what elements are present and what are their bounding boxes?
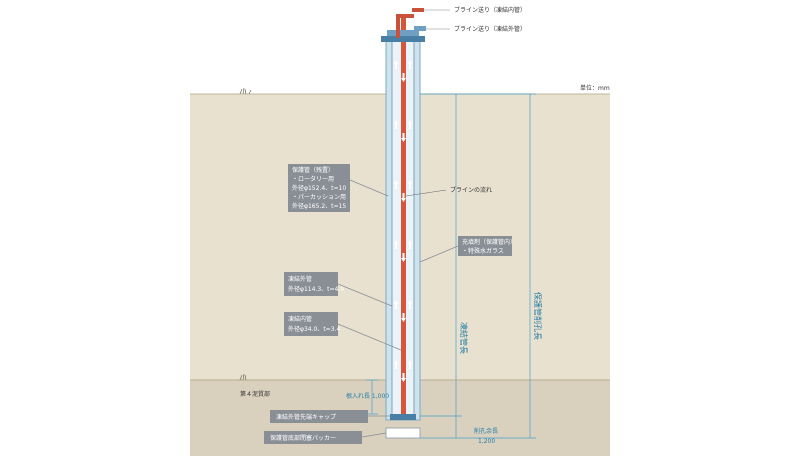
freeze-pipe-length-label: 凍結管長 <box>459 322 469 354</box>
callout-bottom-packer: 保護管底部閉塞パッカー <box>264 431 387 444</box>
brine-flow-label: ブラインの流れ <box>450 186 492 194</box>
up-arrow-icon <box>393 180 399 189</box>
svg-text:・特殊水ガラス: ・特殊水ガラス <box>462 247 504 255</box>
svg-text:凍結外管先端キャップ: 凍結外管先端キャップ <box>276 413 336 421</box>
svg-text:・ロータリー用: ・ロータリー用 <box>292 175 334 183</box>
flow-arrows <box>393 60 413 382</box>
unit-label: 単位：mm <box>580 84 610 92</box>
down-arrow-icon <box>401 133 406 142</box>
callout-outer-cap: 凍結外管先端キャップ <box>270 410 390 423</box>
bottom-packer <box>385 427 421 439</box>
brine-inner-label: ブライン送り（凍結内管） <box>454 6 526 14</box>
brine-outer-label: ブライン送り（凍結外管） <box>454 25 526 33</box>
layer-label: 第４泥質部 <box>240 390 270 398</box>
down-arrow-icon <box>401 313 406 322</box>
inner-pipe-elbow <box>396 14 414 38</box>
down-arrow-icon <box>401 73 406 82</box>
svg-text:外径φ165.2、t=15: 外径φ165.2、t=15 <box>292 202 346 210</box>
callout-inner-pipe: 凍結内管 外径φ34.0、t=3.4 <box>284 312 402 351</box>
svg-text:凍結内管: 凍結内管 <box>288 315 312 323</box>
svg-text:充填剤（保護管内）: 充填剤（保護管内） <box>462 238 516 246</box>
up-arrow-icon <box>407 300 413 309</box>
up-arrow-icon <box>393 120 399 129</box>
callout-filler: 充填剤（保護管内） ・特殊水ガラス <box>419 236 516 263</box>
down-arrow-icon <box>401 373 406 382</box>
protection-drill-length-label: 保護管削孔長 <box>533 292 543 340</box>
inner-pipe-outlet <box>412 8 424 12</box>
down-arrow-icon <box>401 253 406 262</box>
up-arrow-icon <box>407 240 413 249</box>
svg-text:外径φ114.3、t=4.9: 外径φ114.3、t=4.9 <box>288 285 344 293</box>
svg-text:保護管（残置）: 保護管（残置） <box>292 166 334 174</box>
up-arrow-icon <box>407 360 413 369</box>
up-arrow-icon <box>393 300 399 309</box>
dimension-lines <box>366 93 536 439</box>
svg-text:保護管底部閉塞パッカー: 保護管底部閉塞パッカー <box>270 434 336 442</box>
down-arrow-icon <box>401 193 406 202</box>
embed-length-label: 根入れ長 1,000 <box>346 392 389 400</box>
outer-pipe-cap <box>390 414 416 420</box>
leader-line <box>405 189 447 197</box>
grass-icon <box>239 373 247 381</box>
excess-length-label: 削孔余長 <box>474 427 498 435</box>
freeze-inner-pipe <box>401 14 406 414</box>
up-arrow-icon <box>393 360 399 369</box>
outer-pipe-outlet <box>414 26 426 31</box>
svg-text:・パーカッション用: ・パーカッション用 <box>292 194 346 201</box>
svg-text:外径φ152.4、t=10: 外径φ152.4、t=10 <box>292 184 346 192</box>
up-arrow-icon <box>407 120 413 129</box>
svg-text:凍結外管: 凍結外管 <box>288 275 312 283</box>
up-arrow-icon <box>407 180 413 189</box>
excess-length-value: 1,200 <box>478 438 495 445</box>
callout-protection-pipe: 保護管（残置） ・ロータリー用 外径φ152.4、t=10 ・パーカッション用 … <box>288 164 389 212</box>
up-arrow-icon <box>393 240 399 249</box>
callout-outer-pipe: 凍結外管 外径φ114.3、t=4.9 <box>284 272 393 307</box>
top-flange <box>381 36 425 42</box>
grass-icon <box>239 87 252 95</box>
top-coupler <box>387 30 419 36</box>
svg-text:外径φ34.0、t=3.4: 外径φ34.0、t=3.4 <box>288 325 340 333</box>
up-arrow-icon <box>407 60 413 69</box>
up-arrow-icon <box>393 60 399 69</box>
